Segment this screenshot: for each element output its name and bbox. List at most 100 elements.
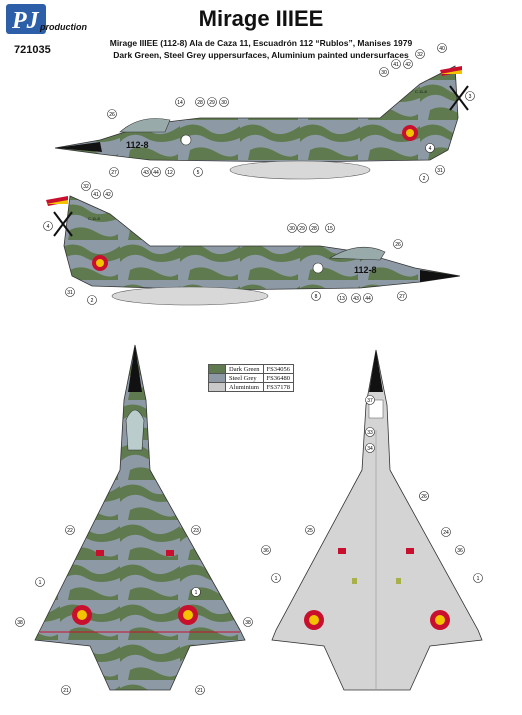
callout-number: 40 [439, 46, 445, 52]
callout-circle [309, 223, 319, 233]
callout-number: 32 [417, 52, 423, 58]
callout-number: 26 [421, 494, 427, 500]
callout-circle [61, 685, 71, 695]
callout-number: 3 [469, 94, 472, 100]
callout-number: 41 [393, 62, 399, 68]
brand-logo: PJ [6, 4, 46, 34]
side-view-right [46, 195, 461, 306]
callout-circle [435, 165, 445, 175]
callout-circle [365, 427, 375, 437]
callout-circle [107, 109, 117, 119]
colour-legend: Dark Green FS34056 Steel Grey FS36480 Al… [208, 364, 294, 392]
callout-number: 27 [111, 170, 117, 176]
side-view-left [54, 65, 469, 180]
callout-circle [35, 577, 45, 587]
callout-circle [351, 293, 361, 303]
callout-number: 42 [405, 62, 411, 68]
callout-number: 5 [197, 170, 200, 176]
product-code: 721035 [14, 44, 51, 56]
callout-circle [219, 97, 229, 107]
callout-number: 43 [353, 296, 359, 302]
callout-circle [365, 395, 375, 405]
callout-circle [195, 685, 205, 695]
callout-circle [87, 295, 97, 305]
callout-number: 38 [17, 620, 23, 626]
callout-circle [165, 167, 175, 177]
callout-number: 41 [93, 192, 99, 198]
brand-production: production [40, 22, 87, 32]
callout-number: 4 [47, 224, 50, 230]
top-view [34, 344, 246, 691]
legend-name: Aluminium [225, 382, 264, 392]
legend-fs: FS34056 [262, 364, 294, 374]
callout-circle [437, 43, 447, 53]
callout-circle [207, 97, 217, 107]
callout-circle [191, 587, 201, 597]
callout-number: 2 [91, 298, 94, 304]
callout-circle [297, 223, 307, 233]
legend-row: Steel Grey FS36480 [208, 373, 294, 383]
callout-number: 36 [263, 548, 269, 554]
callout-number: 29 [299, 226, 305, 232]
callout-circle [91, 189, 101, 199]
callout-number: 37 [367, 398, 373, 404]
legend-row: Dark Green FS34056 [208, 364, 294, 374]
callout-circle [271, 573, 281, 583]
callout-number: 13 [339, 296, 345, 302]
callout-number: 1 [477, 576, 480, 582]
callout-circle [311, 291, 321, 301]
callout-number: 31 [437, 168, 443, 174]
legend-fs: FS37178 [262, 382, 294, 392]
callout-number: 14 [177, 100, 183, 106]
legend-name: Dark Green [225, 364, 264, 374]
callout-number: 30 [289, 226, 295, 232]
callout-number: 1 [195, 590, 198, 596]
callout-number: 21 [197, 688, 203, 694]
callout-circle [473, 573, 483, 583]
callout-number: 28 [311, 226, 317, 232]
callout-number: 38 [245, 620, 251, 626]
callout-circle [455, 545, 465, 555]
legend-swatch [208, 373, 226, 383]
callout-number: 30 [381, 70, 387, 76]
callout-number: 30 [221, 100, 227, 106]
legend-swatch [208, 364, 226, 374]
callout-circle [287, 223, 297, 233]
callout-circle [305, 525, 315, 535]
callout-number: 2 [423, 176, 426, 182]
callout-number: 24 [443, 530, 449, 536]
callout-number: 43 [143, 170, 149, 176]
side1-serial: 112-8 [126, 140, 149, 150]
side2-serial: 112-8 [354, 265, 377, 275]
callout-number: 26 [109, 112, 115, 118]
subtitle: Mirage IIIEE (112-8) Ala de Caza 11, Esc… [109, 38, 413, 48]
callout-number: 12 [167, 170, 173, 176]
callout-circle [419, 173, 429, 183]
callout-number: 34 [367, 446, 373, 452]
callout-circle [441, 527, 451, 537]
callout-number: 1 [39, 580, 42, 586]
callout-circle [397, 291, 407, 301]
callout-circle [81, 181, 91, 191]
callout-number: 29 [209, 100, 215, 106]
callout-circle [65, 287, 75, 297]
callout-circle [363, 293, 373, 303]
callout-number: 27 [399, 294, 405, 300]
callout-number: 36 [457, 548, 463, 554]
callout-number: 44 [365, 296, 371, 302]
callout-number: 25 [307, 528, 313, 534]
callout-circle [103, 189, 113, 199]
callout-circle [403, 59, 413, 69]
legend-name: Steel Grey [225, 373, 264, 383]
callout-number: 26 [395, 242, 401, 248]
side1-tail-code: C.11-8 [415, 89, 427, 94]
callout-circle [15, 617, 25, 627]
bottom-view [271, 349, 483, 691]
callout-number: 32 [83, 184, 89, 190]
callout-circle [465, 91, 475, 101]
side2-tail-code: C.11-8 [88, 216, 100, 221]
callout-circle [175, 97, 185, 107]
callout-number: 21 [63, 688, 69, 694]
